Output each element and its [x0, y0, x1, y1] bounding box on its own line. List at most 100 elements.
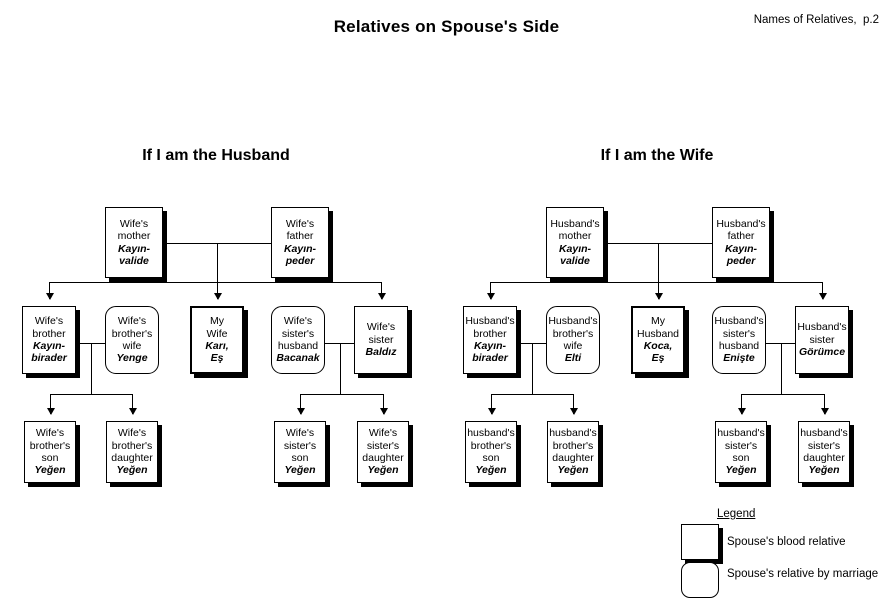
node-label-turkish: Bacanak [276, 352, 320, 365]
node-label-en: daughter [362, 452, 404, 464]
node-label-en: husband [277, 340, 319, 352]
node-label-turkish: Eş [651, 352, 665, 365]
node-label-turkish: birader [31, 352, 67, 365]
node-label-en: Husband's [714, 315, 764, 328]
couple-descent-1 [339, 343, 341, 394]
couple-descent-1 [780, 343, 782, 394]
legend-swatch-marriage-relative [681, 562, 719, 598]
sibling-bus [490, 282, 822, 283]
node-label-en: brother [473, 327, 507, 340]
node-label-turkish: Kayın- [558, 242, 592, 255]
sibling-arrow-1 [214, 282, 223, 300]
node-label-turkish: Yeğen [475, 464, 507, 477]
node-label-en: Husband's [550, 217, 600, 230]
node-label-turkish: Enişte [723, 352, 755, 365]
node-label-en: Wife's [117, 427, 147, 440]
node-label-turkish: Kayın- [724, 242, 758, 255]
child-arrow-2 [297, 394, 306, 415]
node-label-turkish: valide [560, 254, 590, 267]
node-label-turkish: valide [119, 254, 149, 267]
child-arrow-2 [738, 394, 747, 415]
node-label-turkish: peder [285, 254, 315, 267]
sibling-arrow-2 [819, 282, 828, 300]
node-label-en: sister's [807, 439, 841, 452]
node-label-en: son [482, 452, 500, 464]
node-label-en: mother [117, 230, 151, 243]
node-label-en: Wife's [285, 427, 315, 440]
page-title: Relatives on Spouse's Side [333, 17, 560, 36]
node-label-en: husband's [549, 427, 597, 440]
node-label-en: father [286, 230, 314, 243]
children-bus-0 [50, 394, 132, 395]
node-label-en: Husband's [797, 321, 847, 334]
node-label-turkish: Yeğen [34, 464, 66, 477]
children-bus-1 [300, 394, 383, 395]
child-arrow-1 [129, 394, 138, 415]
node-label-turkish: Baldız [365, 346, 397, 359]
sibling-arrow-0 [46, 282, 55, 300]
node-label-en: Wife's [34, 315, 64, 328]
node-label-en: sister [809, 333, 835, 346]
panel-title-0: If I am the Husband [142, 147, 290, 164]
node-label-en: Wife's [285, 217, 315, 230]
node-label-turkish: Yeğen [116, 464, 148, 477]
node-label-turkish: Yeğen [367, 464, 399, 477]
node-label-en: brother's [552, 439, 594, 452]
sibling-arrow-2 [378, 282, 387, 300]
node-label-en: wife [563, 340, 583, 352]
legend-title: Legend [717, 508, 756, 520]
node-label-en: My [210, 315, 224, 328]
node-label-en: My [651, 315, 665, 328]
node-label-en: daughter [552, 452, 594, 464]
node-label-en: husband's [467, 427, 515, 440]
node-label-turkish: Elti [564, 352, 582, 365]
node-label-en: sister's [366, 439, 400, 452]
node-label-en: brother's [470, 439, 512, 452]
node-label-turkish: birader [472, 352, 508, 365]
document-reference: Names of Relatives, p.2 [753, 14, 879, 26]
child-arrow-3 [821, 394, 830, 415]
parents-descent-line [658, 243, 659, 282]
parents-descent-line [217, 243, 218, 282]
children-bus-0 [491, 394, 573, 395]
node-label-en: sister's [724, 439, 758, 452]
node-label-en: Husband's [716, 217, 766, 230]
node-label-turkish: Kayın- [117, 242, 151, 255]
node-label-en: brother's [111, 439, 153, 452]
node-label-turkish: Kayın- [32, 340, 66, 352]
node-label-en: Husband's [465, 315, 515, 328]
node-label-en: son [291, 452, 309, 464]
node-label-turkish: Yeğen [284, 464, 316, 477]
couple-descent-0 [90, 343, 92, 394]
node-label-en: sister [368, 333, 394, 346]
node-label-turkish: Yeğen [808, 464, 840, 477]
legend-label-blood-relative: Spouse's blood relative [727, 536, 846, 548]
node-label-en: mother [558, 230, 592, 243]
sibling-arrow-0 [487, 282, 496, 300]
node-label-en: sister's [722, 327, 756, 340]
node-label-en: son [732, 452, 750, 464]
node-label-turkish: Yeğen [725, 464, 757, 477]
